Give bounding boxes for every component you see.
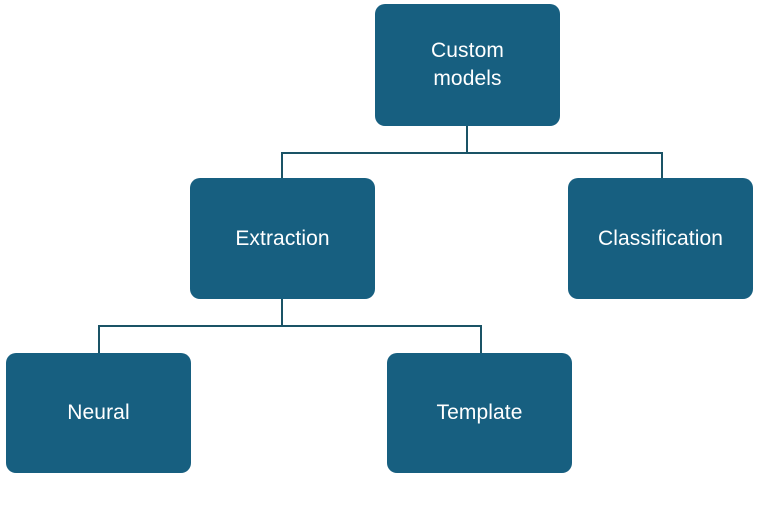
connector-leg-to-extraction xyxy=(281,152,283,180)
connector-leg-to-classification xyxy=(661,152,663,180)
node-neural[interactable]: Neural xyxy=(6,353,191,473)
connector-leg-to-neural xyxy=(98,325,100,355)
node-extraction-label: Extraction xyxy=(235,226,330,250)
connector-level2-horizontal-bar xyxy=(98,325,482,327)
node-extraction[interactable]: Extraction xyxy=(190,178,375,299)
connector-leg-to-template xyxy=(480,325,482,355)
connector-custom-models-stem xyxy=(466,126,468,154)
node-classification-label: Classification xyxy=(597,226,724,250)
node-custom-models[interactable]: Custom models xyxy=(375,4,560,126)
connector-level1-horizontal-bar xyxy=(281,152,663,154)
node-template[interactable]: Template xyxy=(387,353,572,473)
node-custom-models-label: Custom models xyxy=(431,39,504,90)
node-neural-label: Neural xyxy=(67,401,130,425)
node-classification[interactable]: Classification xyxy=(568,178,753,299)
node-template-label: Template xyxy=(436,401,523,425)
connector-extraction-stem xyxy=(281,299,283,327)
